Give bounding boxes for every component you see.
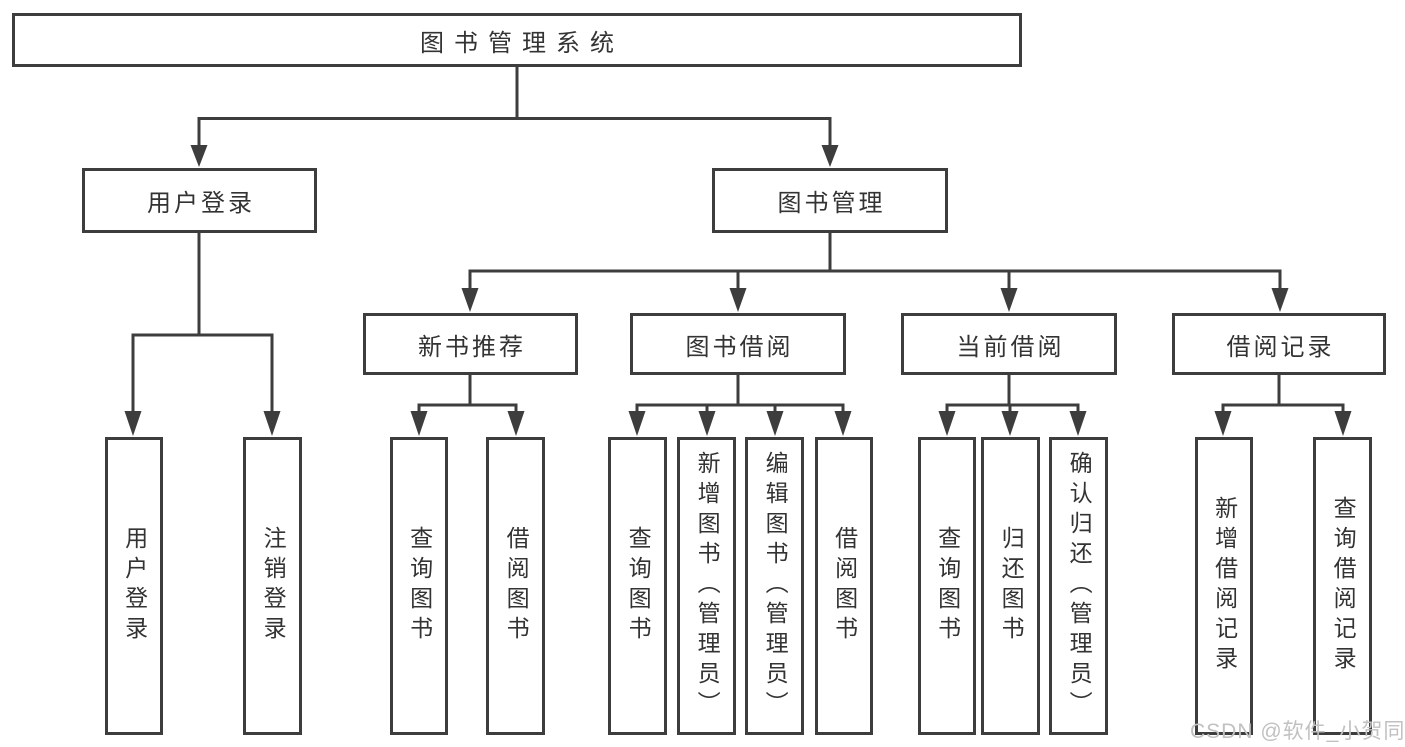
node-borrow-records-label: 借阅记录: [1226, 333, 1335, 361]
arrowhead: [124, 411, 142, 436]
leaf-confirm-return-admin-label: 确认归还（管理员）: [1066, 451, 1093, 721]
leaf-query-books-recommend: 查询图书: [390, 437, 448, 735]
leaf-query-books-recommend-label: 查询图书: [406, 526, 433, 646]
leaf-query-borrow-record-label: 查询借阅记录: [1330, 496, 1357, 676]
node-borrow-records: 借阅记录: [1172, 313, 1386, 375]
arrowhead: [507, 411, 525, 436]
arrowhead: [821, 145, 839, 167]
leaf-user-login-label: 用户登录: [121, 526, 148, 646]
node-book-borrow: 图书借阅: [630, 313, 846, 375]
arrowhead: [1000, 288, 1018, 312]
leaf-edit-book-admin: 编辑图书（管理员）: [745, 437, 804, 735]
leaf-logout: 注销登录: [243, 437, 302, 735]
arrowhead: [1001, 411, 1019, 436]
arrowhead: [461, 288, 479, 312]
connector-new-book-recommend-children: [410, 374, 525, 436]
arrowhead: [938, 411, 956, 436]
leaf-borrow-books-borrow-label: 借阅图书: [831, 526, 858, 646]
leaf-query-borrow-record: 查询借阅记录: [1313, 437, 1372, 735]
arrowhead: [729, 288, 747, 312]
leaf-borrow-books-recommend-label: 借阅图书: [503, 526, 530, 646]
arrowhead: [628, 411, 646, 436]
connector-current-borrow-children: [938, 374, 1087, 436]
arrowhead: [1334, 411, 1352, 436]
leaf-add-borrow-record-label: 新增借阅记录: [1211, 496, 1238, 676]
arrowhead: [1069, 411, 1087, 436]
arrowhead: [698, 411, 716, 436]
leaf-user-login: 用户登录: [105, 437, 163, 735]
watermark-text: CSDN @软件_小贺同学: [1190, 720, 1405, 743]
arrowhead: [263, 411, 281, 436]
node-user-login: 用户登录: [82, 168, 317, 233]
node-user-login-label: 用户登录: [147, 190, 255, 217]
leaf-edit-book-admin-label: 编辑图书（管理员）: [762, 451, 789, 721]
leaf-borrow-books-recommend: 借阅图书: [486, 437, 545, 735]
node-current-borrow: 当前借阅: [901, 313, 1117, 375]
node-new-book-recommend: 新书推荐: [363, 313, 578, 375]
node-book-borrow-label: 图书借阅: [685, 333, 794, 361]
connector-user-login-children: [124, 231, 281, 436]
leaf-confirm-return-admin: 确认归还（管理员）: [1049, 437, 1108, 735]
leaf-return-book: 归还图书: [981, 437, 1040, 735]
arrowhead: [1271, 288, 1289, 312]
leaf-query-books-current-label: 查询图书: [934, 526, 961, 646]
leaf-logout-label: 注销登录: [260, 526, 287, 646]
arrowhead: [766, 411, 784, 436]
connector-borrow-records-children: [1214, 374, 1352, 436]
arrowhead: [410, 411, 428, 436]
leaf-add-book-admin: 新增图书（管理员）: [677, 437, 736, 735]
arrowhead: [834, 411, 852, 436]
leaf-query-books-current: 查询图书: [918, 437, 976, 735]
arrowhead: [1214, 411, 1232, 436]
node-new-book-recommend-label: 新书推荐: [418, 333, 526, 361]
leaf-add-borrow-record: 新增借阅记录: [1195, 437, 1253, 735]
node-current-borrow-label: 当前借阅: [956, 333, 1065, 361]
node-book-management: 图书管理: [712, 168, 948, 233]
arrowhead: [190, 145, 208, 167]
connector-book-borrow-children: [628, 374, 852, 436]
node-root-label: 图书管理系统: [420, 29, 624, 57]
node-book-management-label: 图书管理: [777, 190, 886, 217]
leaf-add-book-admin-label: 新增图书（管理员）: [694, 451, 721, 721]
leaf-query-books-borrow-label: 查询图书: [625, 526, 652, 646]
connector-book-management-children: [461, 231, 1289, 312]
connector-root-to-level2: [190, 65, 839, 167]
node-root: 图书管理系统: [12, 13, 1022, 67]
leaf-query-books-borrow: 查询图书: [608, 437, 667, 735]
leaf-borrow-books-borrow: 借阅图书: [815, 437, 873, 735]
leaf-return-book-label: 归还图书: [998, 526, 1025, 646]
